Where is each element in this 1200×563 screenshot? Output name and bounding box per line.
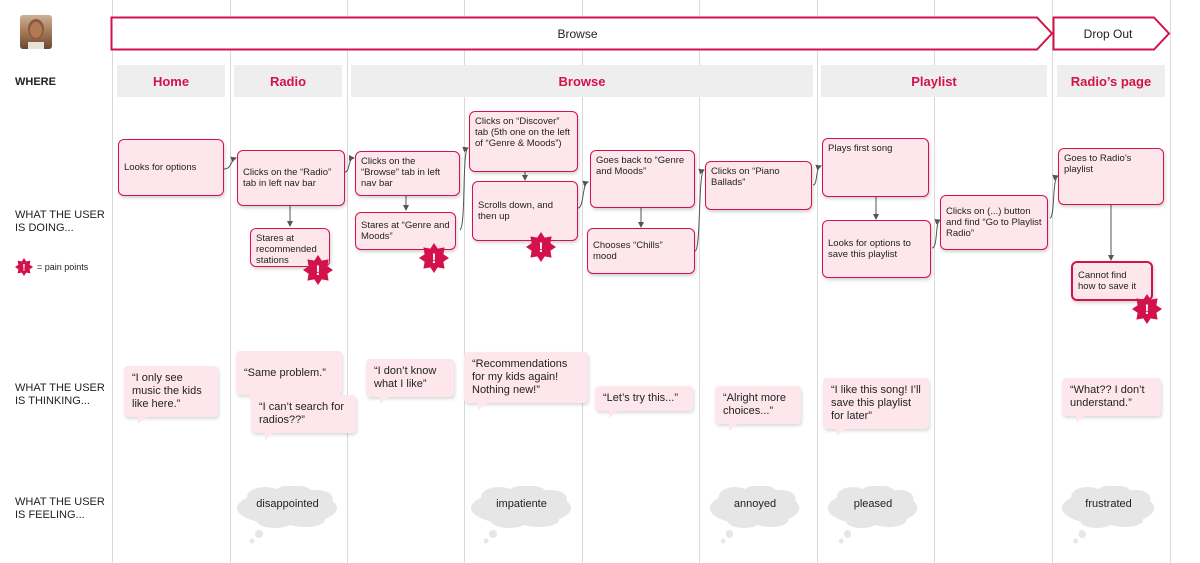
action-card: Scrolls down, and then up xyxy=(472,181,578,241)
pain-point-marker: ! xyxy=(303,255,333,285)
where-radios-page: Radio’s page xyxy=(1057,65,1165,97)
column-divider xyxy=(112,0,113,563)
where-browse: Browse xyxy=(351,65,813,97)
where-radio: Radio xyxy=(234,65,342,97)
action-card: Clicks on the “Browse” tab in left nav b… xyxy=(355,151,460,196)
action-card: Goes to Radio’s playlist xyxy=(1058,148,1164,205)
feeling-cloud: impatiente xyxy=(469,486,574,544)
feeling-cloud: frustrated xyxy=(1060,486,1157,544)
feeling-label: disappointed xyxy=(256,498,319,510)
persona-avatar xyxy=(20,15,52,49)
action-card: Chooses “Chills” mood xyxy=(587,228,695,274)
pain-point-marker: ! xyxy=(1132,294,1162,324)
phase-label: Drop Out xyxy=(1083,26,1133,41)
column-divider xyxy=(347,0,348,563)
column-divider xyxy=(1170,0,1171,563)
phase-label: Browse xyxy=(557,26,598,41)
phase-arrow-browse: Browse xyxy=(110,16,1055,51)
svg-text:!: ! xyxy=(22,263,25,274)
feeling-label: pleased xyxy=(853,498,893,510)
thought-bubble: “Same problem.” xyxy=(236,351,342,402)
action-card: Looks for options to save this playlist xyxy=(822,220,931,278)
pain-point-legend: ! = pain points xyxy=(15,258,88,276)
action-card: Stares at “Genre and Moods” xyxy=(355,212,456,250)
feeling-label: impatiente xyxy=(496,498,547,510)
feeling-cloud: disappointed xyxy=(235,486,340,544)
action-card: Clicks on “Discover” tab (5th one on the… xyxy=(469,111,578,172)
feeling-cloud: pleased xyxy=(826,486,920,544)
thought-bubble: “I can’t search for radios??” xyxy=(251,395,356,440)
thought-bubble: “I don’t know what I like” xyxy=(366,359,454,404)
feeling-label: annoyed xyxy=(733,498,777,510)
thought-bubble: “I only see music the kids like here.” xyxy=(124,366,218,424)
column-divider xyxy=(1052,0,1053,563)
action-card: Plays first song xyxy=(822,138,929,197)
pain-point-marker: ! xyxy=(419,243,449,273)
pain-point-marker: ! xyxy=(526,232,556,262)
thought-bubble: “Let’s try this...” xyxy=(595,386,693,418)
column-divider xyxy=(464,0,465,563)
feeling-label: frustrated xyxy=(1085,498,1132,510)
where-home: Home xyxy=(117,65,225,97)
action-card: Clicks on (...) button and find “Go to P… xyxy=(940,195,1048,250)
thought-bubble: “Recommendations for my kids again! Noth… xyxy=(464,352,588,410)
action-card: Clicks on “Piano Ballads” xyxy=(705,161,812,210)
column-divider xyxy=(934,0,935,563)
action-card: Looks for options xyxy=(118,139,224,196)
row-label-where: WHERE xyxy=(15,76,56,88)
phase-arrow-drop-out: Drop Out xyxy=(1052,16,1172,51)
column-divider xyxy=(230,0,231,563)
action-card: Cannot find how to save it xyxy=(1071,261,1153,301)
where-playlist: Playlist xyxy=(821,65,1047,97)
action-card: Goes back to “Genre and Moods” xyxy=(590,150,695,208)
feeling-cloud: annoyed xyxy=(708,486,802,544)
column-divider xyxy=(699,0,700,563)
thought-bubble: “Alright more choices...” xyxy=(715,386,801,431)
thought-bubble: “I like this song! I’ll save this playli… xyxy=(823,378,929,436)
thought-bubble: “What?? I don’t understand.” xyxy=(1062,378,1161,423)
action-card: Clicks on the “Radio” tab in left nav ba… xyxy=(237,150,345,206)
pain-point-icon: ! xyxy=(15,258,33,276)
column-divider xyxy=(817,0,818,563)
column-divider xyxy=(582,0,583,563)
